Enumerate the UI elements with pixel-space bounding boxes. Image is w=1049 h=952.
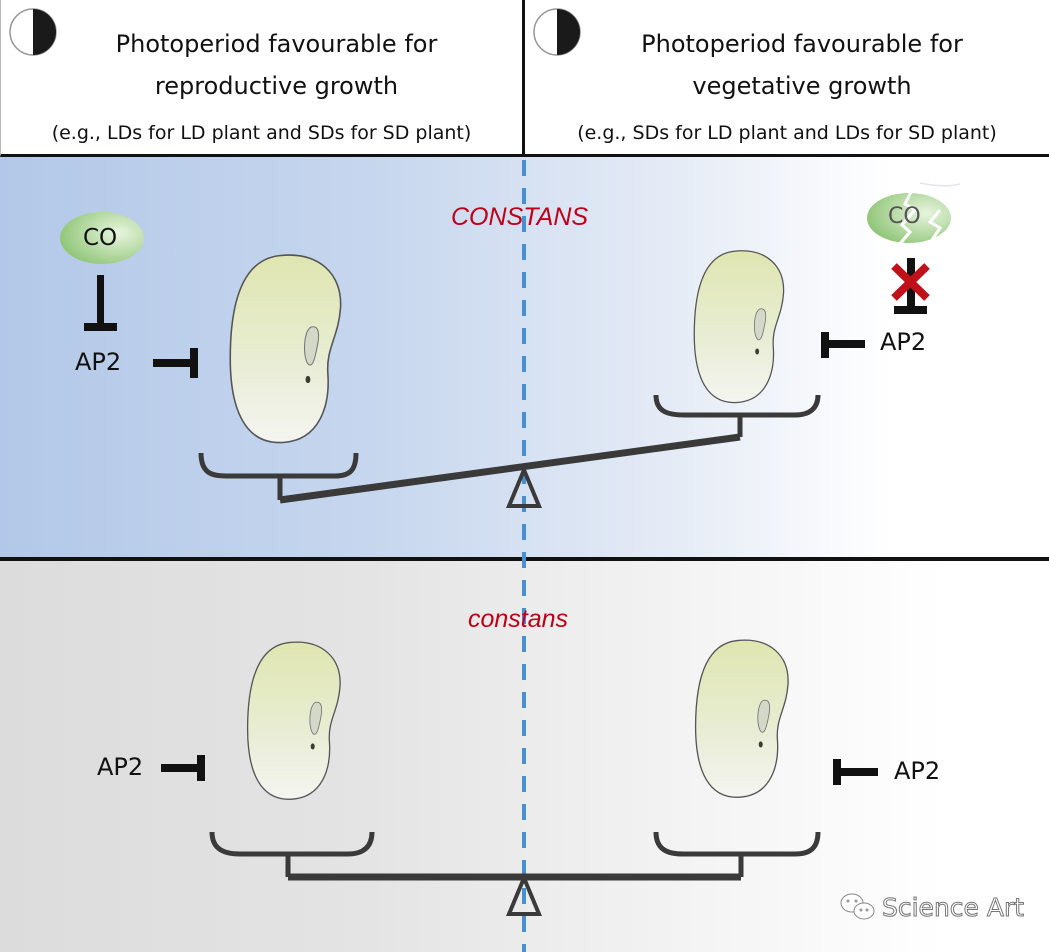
- inhibition-arrow-icon: [84, 275, 117, 331]
- seed-icon: [694, 639, 789, 798]
- ap2-label: AP2: [880, 328, 927, 356]
- ap2-label: AP2: [75, 348, 122, 376]
- inhibition-arrow-icon: [161, 755, 205, 781]
- ap2-label: AP2: [97, 753, 144, 781]
- seed-icon: [229, 254, 342, 444]
- header-vegetative: Photoperiod favourable for vegetative gr…: [525, 0, 1049, 157]
- seed-icon: [246, 641, 341, 800]
- header-title-line1: Photoperiod favourable for: [641, 30, 963, 58]
- co-label-degraded: CO: [888, 204, 921, 229]
- header-example: (e.g., SDs for LD plant and LDs for SD p…: [577, 122, 997, 144]
- red-x-icon: [891, 263, 930, 301]
- half-moon-icon: [9, 8, 57, 56]
- inhibition-arrow-icon: [153, 348, 198, 378]
- watermark-text: Science Art: [881, 893, 1025, 923]
- header-title-line1: Photoperiod favourable for: [115, 30, 438, 58]
- header-title-line2: reproductive growth: [154, 72, 399, 100]
- co-label: CO: [83, 225, 118, 251]
- half-moon-icon: [533, 8, 581, 56]
- balance-scale-tilted: [198, 394, 821, 508]
- wechat-icon: [840, 893, 875, 920]
- gene-label-constans: CONSTANS: [451, 203, 589, 231]
- header-reproductive: Photoperiod favourable for reproductive …: [0, 0, 525, 157]
- header-example: (e.g., LDs for LD plant and SDs for SD p…: [51, 122, 472, 144]
- degraded-co-protein-icon: [867, 182, 961, 247]
- inhibition-arrow-icon: [833, 759, 878, 785]
- balance-scale-level: [209, 831, 821, 916]
- header-title-line2: vegetative growth: [692, 72, 912, 100]
- seed-icon: [693, 250, 785, 404]
- inhibition-arrow-icon: [821, 332, 865, 358]
- gene-label-constans-mutant: constans: [468, 605, 569, 633]
- ap2-label: AP2: [894, 757, 941, 785]
- co-protein-icon: [60, 212, 144, 264]
